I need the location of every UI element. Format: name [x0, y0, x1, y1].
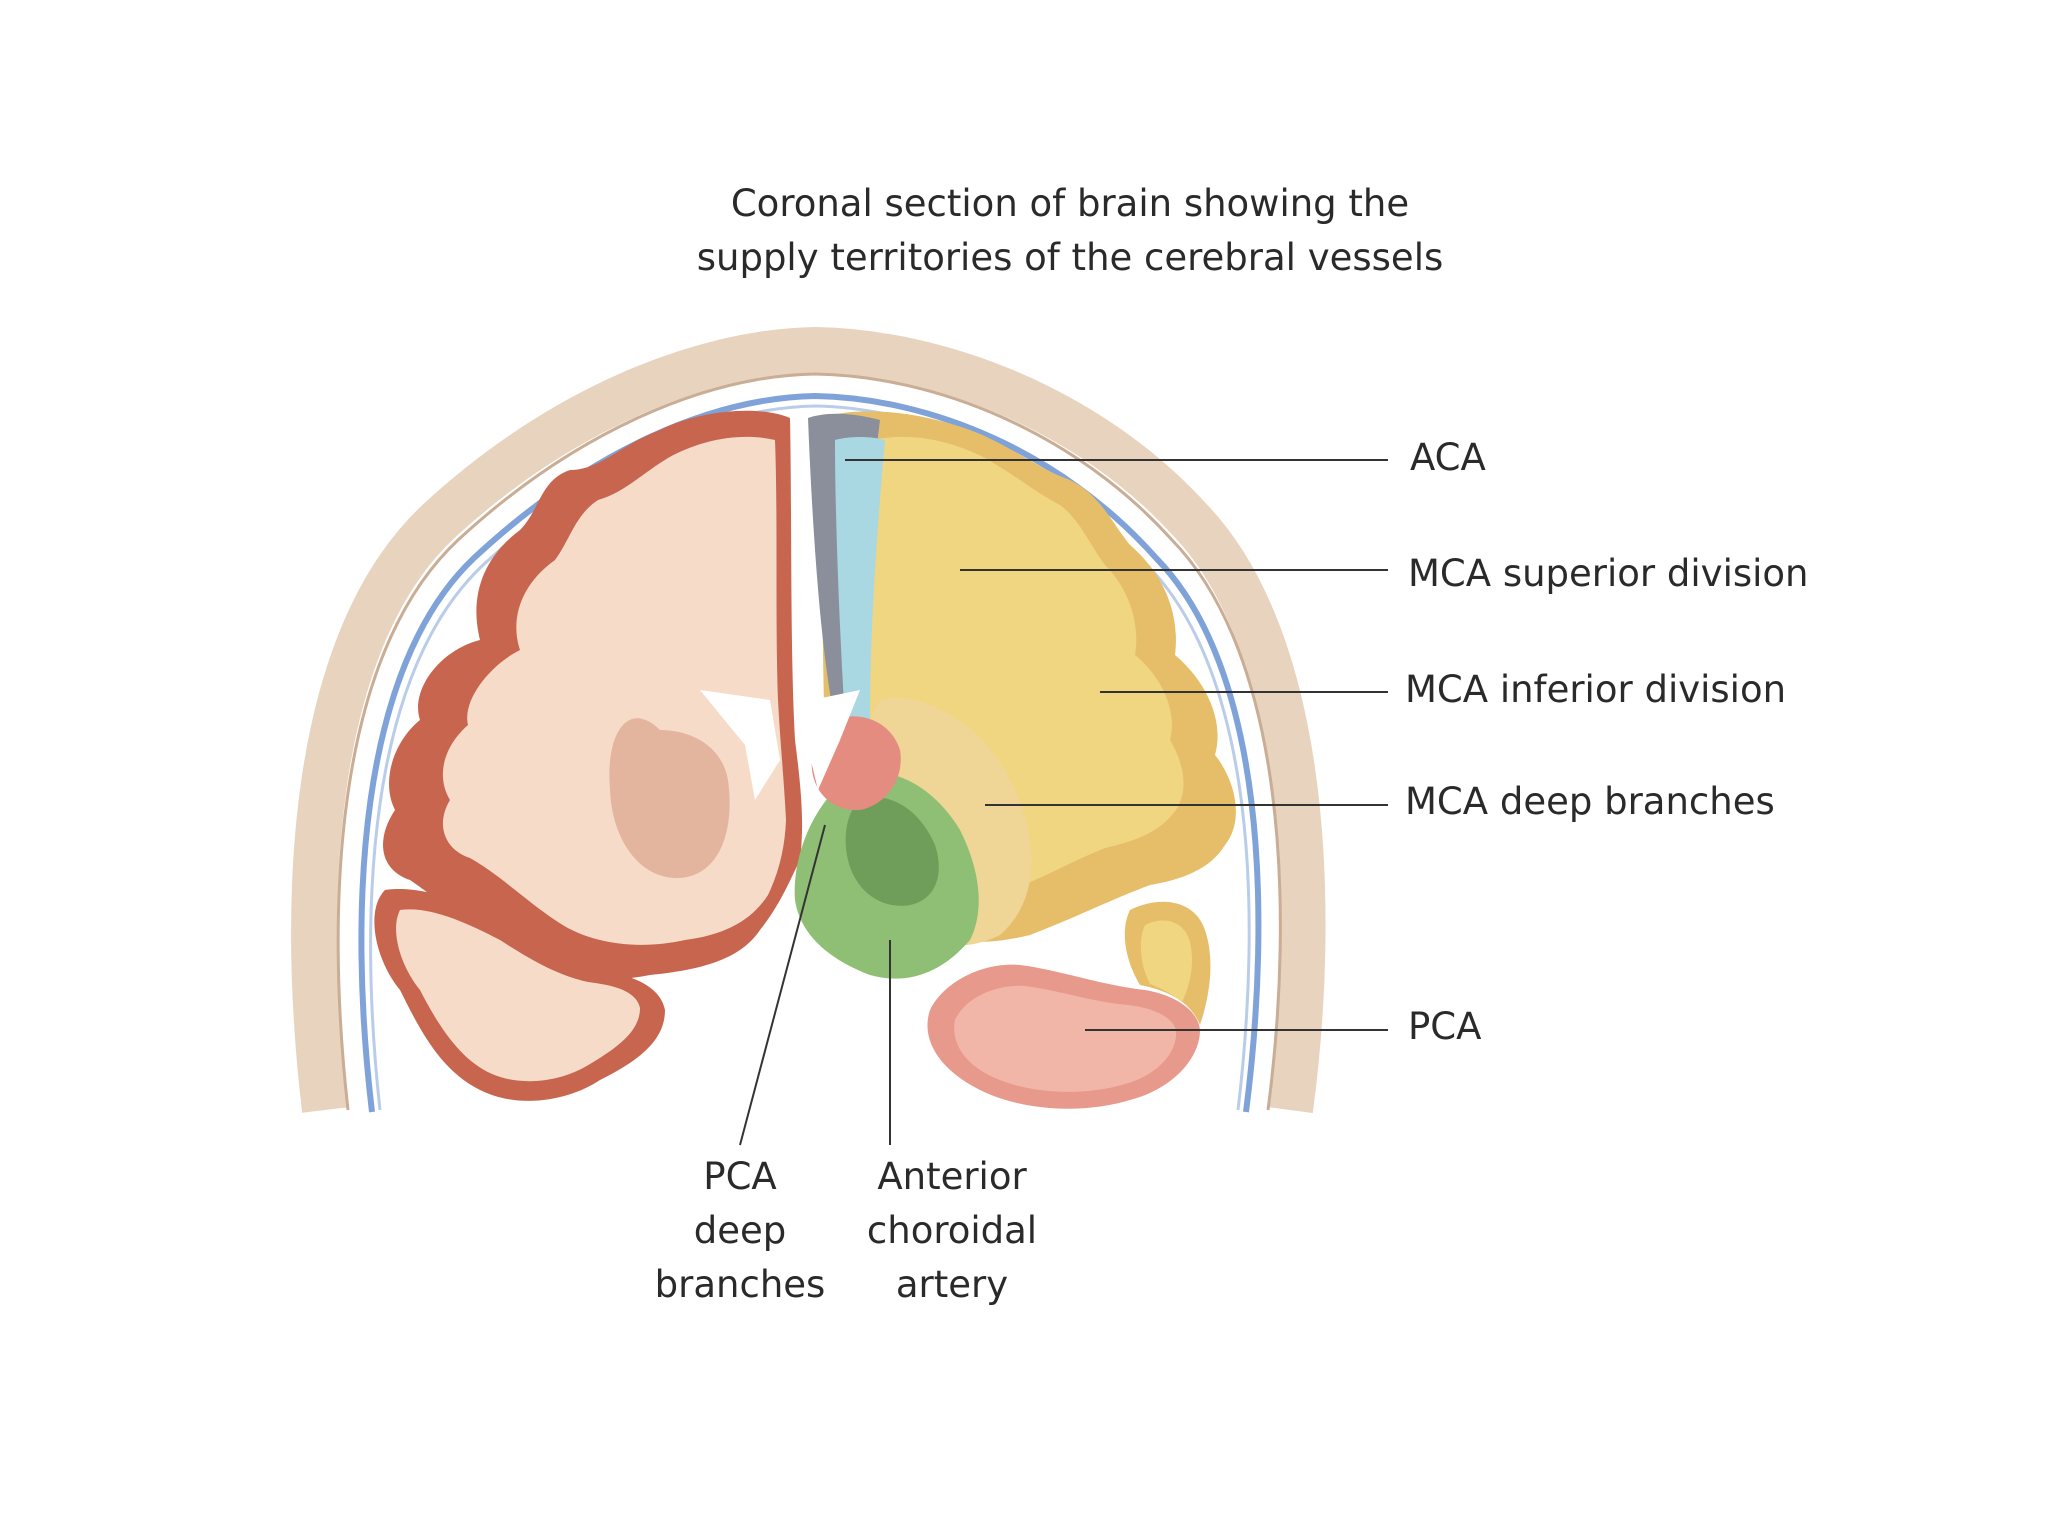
label-aca: ACA — [1410, 436, 1486, 479]
label-anterior-choroidal-line-1: Anterior — [877, 1155, 1027, 1198]
label-pca: PCA — [1408, 1005, 1482, 1048]
pca-inner — [954, 985, 1177, 1092]
diagram-title-line-2: supply territories of the cerebral vesse… — [696, 236, 1444, 279]
right-hemisphere — [794, 411, 1236, 1109]
label-anterior-choroidal-line-2: choroidal — [866, 1209, 1038, 1252]
anterior-choroidal-inner — [845, 797, 939, 906]
diagram-title-line-1: Coronal section of brain showing the — [730, 182, 1410, 225]
left-white-matter — [442, 436, 786, 945]
label-anterior-choroidal-line-3: artery — [895, 1263, 1009, 1306]
label-mca-deep: MCA deep branches — [1405, 780, 1775, 823]
meninges-line-inner — [369, 404, 1251, 1111]
left-hemisphere — [374, 410, 803, 1101]
left-temporal-white — [396, 909, 640, 1082]
label-anterior-choroidal: Anterior choroidal artery — [842, 1150, 1062, 1312]
meninges-line — [358, 392, 1262, 1113]
left-basal-ganglia — [609, 718, 730, 879]
label-pca-deep: PCA deep branches — [640, 1150, 840, 1312]
aca-territory-inner — [835, 437, 885, 720]
skull-inner-edge — [336, 372, 1282, 1111]
left-ventricle — [700, 690, 780, 800]
right-ventricle — [806, 690, 860, 790]
skull-arc — [291, 326, 1326, 1114]
label-mca-inferior: MCA inferior division — [1405, 668, 1787, 711]
label-pca-deep-line-3: branches — [654, 1263, 826, 1306]
label-pca-deep-line-2: deep — [693, 1209, 787, 1252]
label-pca-deep-line-1: PCA — [703, 1155, 777, 1198]
label-mca-superior: MCA superior division — [1408, 552, 1809, 595]
mca-inferior-inner — [1140, 920, 1193, 1002]
leader-pca-deep — [739, 824, 826, 1146]
